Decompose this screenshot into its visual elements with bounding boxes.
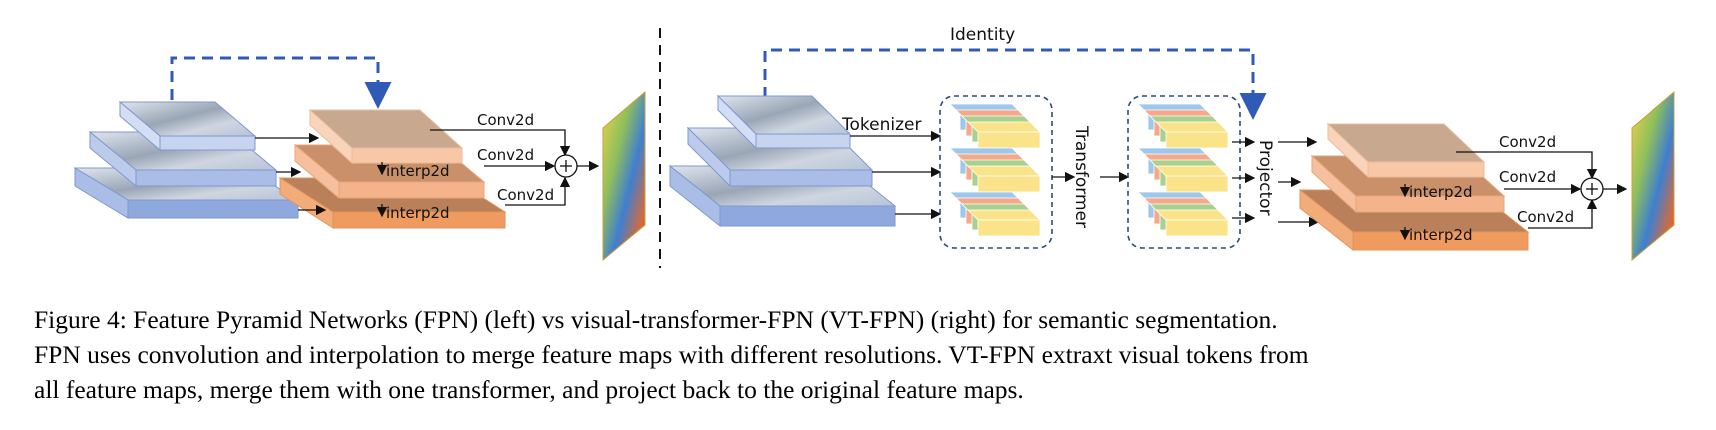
vtfpn-interp-label-2: interp2d (1409, 226, 1473, 244)
fpn-conv-label-top: Conv2d (477, 111, 534, 129)
vtfpn-conv-label-middle: Conv2d (1499, 168, 1556, 186)
fpn-segmentation-output (602, 90, 646, 262)
vtfpn-input-pyramid (668, 94, 897, 228)
fpn-conv-label-bottom: Conv2d (497, 186, 554, 204)
identity-skip-arrow (763, 48, 1267, 120)
token-slab (1165, 131, 1229, 149)
vtfpn-output-map-top (1326, 122, 1486, 179)
token-slab (1155, 209, 1229, 221)
fpn-skip-arrow (170, 56, 392, 109)
vtfpn-interp-label-1: interp2d (1409, 183, 1473, 201)
projector-label: Projector (1255, 140, 1275, 216)
tokenizer-label: Tokenizer (841, 115, 921, 135)
fpn-lateral-arrows (255, 132, 327, 216)
fpn-input-pyramid (73, 100, 300, 219)
fpn-interp-label-1: interp2d (386, 162, 450, 180)
fpn-conv-label-middle: Conv2d (477, 146, 534, 164)
token-slab (1165, 219, 1229, 237)
tokenizer-arrows (850, 130, 942, 220)
identity-label: Identity (950, 25, 1015, 45)
fpn-conv-arrows (430, 129, 600, 206)
fpn-interp-label-2: interp2d (386, 204, 450, 222)
caption-line-3: all feature maps, merge them with one tr… (34, 375, 1024, 404)
token-slab (967, 165, 1041, 177)
vtfpn-input-map-top (716, 94, 852, 150)
token-slab (1165, 175, 1229, 193)
vtfpn-interp-labels: interp2d interp2d (1399, 183, 1473, 244)
fpn-output-pyramid (278, 108, 507, 229)
vtfpn-segmentation-output (1631, 90, 1675, 262)
vtfpn-conv-label-top: Conv2d (1499, 133, 1556, 151)
transformed-tokens-stack (1137, 103, 1229, 237)
token-slab (977, 219, 1041, 237)
vtfpn-output-pyramid (1298, 122, 1530, 252)
fpn-input-map-middle (88, 130, 278, 188)
vtfpn-sum-node (1580, 177, 1604, 201)
fpn-input-map-top (118, 100, 257, 152)
fpn-sum-node (554, 154, 578, 178)
token-slab (967, 209, 1041, 221)
token-slab (977, 175, 1041, 193)
visual-tokens-stack (949, 103, 1041, 237)
fpn-interp-labels: interp2d interp2d (376, 162, 450, 222)
vtfpn-conv-label-bottom: Conv2d (1517, 208, 1574, 226)
projector-input-arrows (1232, 136, 1256, 224)
token-slab (977, 131, 1041, 149)
vtfpn-conv-arrows (1456, 151, 1628, 229)
projector-output-arrows (1278, 136, 1320, 228)
token-slab (1155, 121, 1229, 133)
token-slab (967, 121, 1041, 133)
caption-line-2: FPN uses convolution and interpolation t… (34, 340, 1309, 369)
figure-caption: Figure 4: Feature Pyramid Networks (FPN)… (34, 302, 1694, 407)
token-slab (1155, 165, 1229, 177)
architecture-diagram: Conv2d Conv2d Conv2d interp2d interp2d I… (73, 25, 1675, 268)
fpn-output-map-top (308, 108, 464, 165)
transformer-label: Transformer (1071, 125, 1091, 228)
caption-line-1: Figure 4: Feature Pyramid Networks (FPN)… (34, 305, 1278, 334)
